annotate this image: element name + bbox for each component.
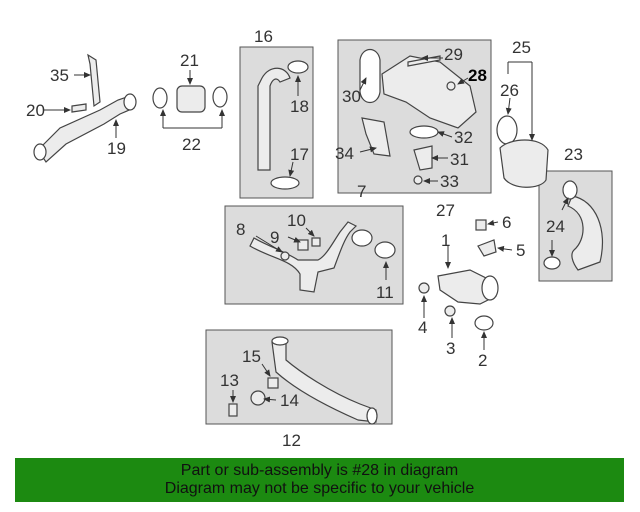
callout-27: 27 <box>436 201 455 220</box>
callout-20: 20 <box>26 101 45 120</box>
callout-19: 19 <box>107 139 126 158</box>
callout-18: 18 <box>290 97 309 116</box>
part-16-radiator-hose <box>257 60 309 190</box>
part-19-coolant-pipe <box>33 53 137 163</box>
callout-29: 29 <box>444 45 463 64</box>
part-27-thermostat-housing <box>359 48 477 185</box>
callout-24: 24 <box>546 217 565 236</box>
callout-26: 26 <box>500 81 519 100</box>
callout-16: 16 <box>254 27 273 46</box>
callout-13: 13 <box>220 371 239 390</box>
callout-2: 2 <box>478 351 487 370</box>
callout-3: 3 <box>446 339 455 358</box>
part-7-coolant-pipe <box>249 221 396 293</box>
callout-11: 11 <box>376 283 394 302</box>
callout-14: 14 <box>280 391 299 410</box>
callout-10: 10 <box>287 211 306 230</box>
callout-17: 17 <box>290 145 309 164</box>
callout-1: 1 <box>441 231 450 250</box>
callout-23: 23 <box>564 145 583 164</box>
callout-4: 4 <box>418 318 427 337</box>
callout-25: 25 <box>512 38 531 57</box>
banner-line-2: Diagram may not be specific to your vehi… <box>164 480 475 497</box>
callout-32: 32 <box>454 128 473 147</box>
callout-7: 7 <box>357 182 366 201</box>
callout-31: 31 <box>450 150 469 169</box>
part-21-hose-with-clamps <box>152 85 228 113</box>
callout-8: 8 <box>236 220 245 239</box>
callout-21: 21 <box>180 51 199 70</box>
part-12-coolant-pipe <box>228 336 378 425</box>
callout-34: 34 <box>335 144 354 163</box>
callout-22: 22 <box>182 135 201 154</box>
callout-35: 35 <box>50 66 69 85</box>
info-banner: Part or sub-assembly is #28 in diagram D… <box>15 458 624 502</box>
part-23-hose <box>543 180 604 271</box>
part-25-water-pump-assembly <box>496 115 549 188</box>
banner-line-1: Part or sub-assembly is #28 in diagram <box>180 462 459 479</box>
part-1-coolant-flange <box>418 219 499 331</box>
callout-9: 9 <box>270 228 279 247</box>
callout-28-highlighted: 28 <box>468 66 487 85</box>
callout-6: 6 <box>502 213 511 232</box>
callout-30: 30 <box>342 87 361 106</box>
callout-12: 12 <box>282 431 301 450</box>
callout-5: 5 <box>516 241 525 260</box>
callout-15: 15 <box>242 347 261 366</box>
parts-diagram: 1 2 3 4 5 6 7 8 9 10 11 12 13 14 15 16 1… <box>26 27 613 450</box>
callout-33: 33 <box>440 172 459 191</box>
